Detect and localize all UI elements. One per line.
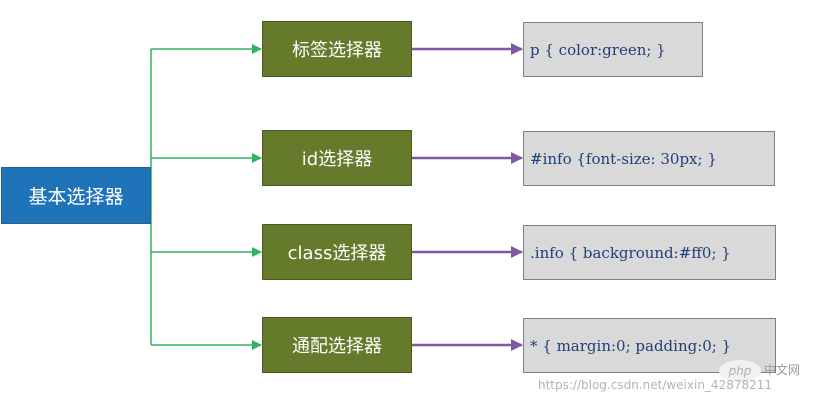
selector-node-id: id选择器 <box>262 130 412 186</box>
watermark-logo-suffix: 中文网 <box>764 363 801 377</box>
example-code-id: #info {font-size: 30px; } <box>523 131 775 186</box>
root-node-basic-selectors: 基本选择器 <box>1 167 151 224</box>
selector-node-class: class选择器 <box>262 224 412 280</box>
watermark-logo: php <box>719 360 761 382</box>
example-code-tag: p { color:green; } <box>523 22 703 77</box>
selector-node-tag: 标签选择器 <box>262 21 412 77</box>
selector-node-universal: 通配选择器 <box>262 317 412 373</box>
watermark-url: https://blog.csdn.net/weixin_42878211 <box>538 378 773 392</box>
example-code-class: .info { background:#ff0; } <box>523 225 776 280</box>
